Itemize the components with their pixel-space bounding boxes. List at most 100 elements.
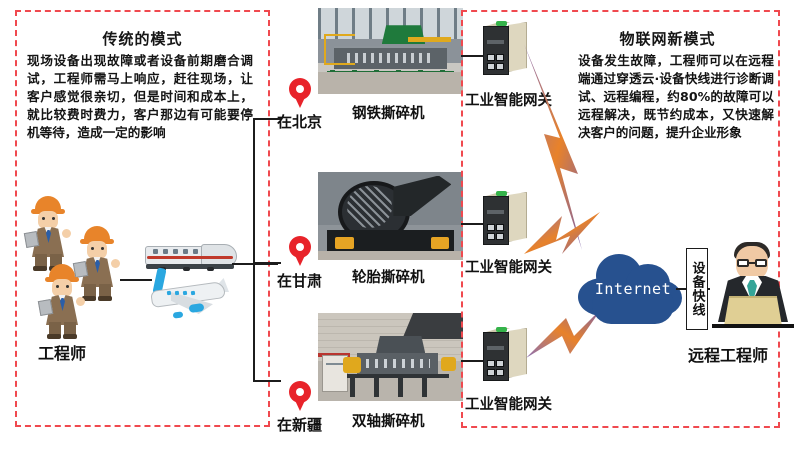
connector-engineers (120, 279, 152, 281)
clipboard-icon (37, 298, 54, 317)
pin-tip (292, 249, 308, 266)
train-stripe (147, 256, 233, 259)
remote-engineer-tie (747, 280, 757, 306)
gateway-led (496, 191, 507, 196)
hard-hat-icon (49, 264, 75, 279)
gateway-led (496, 21, 507, 26)
gateway-label: 工业智能网关 (465, 260, 552, 276)
pin-hole (296, 243, 304, 251)
gateway-port (487, 54, 495, 61)
map-pin-icon (289, 236, 311, 266)
machine-name-label: 钢铁撕碎机 (352, 106, 425, 122)
engineer-label: 工程师 (38, 344, 87, 363)
engineer-shoe-right (63, 334, 77, 339)
gateway-port (487, 233, 495, 240)
gateway-port (496, 63, 504, 70)
machine-base (347, 373, 449, 379)
gateway-port (487, 360, 495, 367)
remote-engineer-figure (712, 240, 794, 336)
train-wheel (183, 267, 190, 271)
service-line-box: 设备快线 (686, 248, 708, 330)
drive-motor (342, 357, 362, 373)
glasses-icon (755, 259, 767, 267)
map-pin-icon (289, 381, 311, 411)
gateway-slot (487, 346, 504, 350)
pin-tip (292, 394, 308, 411)
machine-legs (349, 376, 446, 398)
engineer-hand (62, 229, 71, 238)
gateway-port (496, 233, 504, 240)
engineer-face (87, 241, 107, 259)
hard-hat-icon (35, 196, 61, 211)
wireless-bolt-icon (524, 44, 582, 250)
train-window (163, 249, 168, 254)
engineer-shoe-left (82, 296, 96, 301)
iot-mode-description: 设备发生故障，工程师可以在远程端通过穿透云·设备快线进行诊断调试、远程编程，约8… (578, 53, 774, 140)
bracket-stub-top (253, 118, 281, 120)
site-location-label: 在北京 (277, 113, 323, 131)
gateway-port (496, 224, 504, 231)
industrial-gateway-icon (483, 20, 529, 78)
feed-hopper (376, 335, 426, 354)
industrial-gateway-icon (483, 190, 529, 248)
train-window (153, 249, 158, 254)
iot-mode-panel (461, 10, 780, 428)
gateway-port (487, 224, 495, 231)
glasses-bridge (749, 262, 755, 264)
plane-window (182, 290, 188, 296)
yellow-panel (335, 237, 355, 249)
laptop-icon (724, 296, 782, 326)
gateway-port (496, 369, 504, 376)
site-location-label: 在甘肃 (277, 272, 323, 290)
engineer-tie (46, 230, 51, 243)
yellow-railing (407, 37, 452, 42)
gateway-port (496, 360, 504, 367)
yellow-railing (323, 33, 355, 66)
pin-hole (296, 388, 304, 396)
plane-window (190, 290, 196, 296)
bracket-spine (253, 118, 255, 382)
connector-transport (232, 263, 278, 265)
clipboard-icon (23, 230, 40, 249)
engineer-hand (76, 297, 85, 306)
machine-name-label: 轮胎撕碎机 (352, 270, 425, 286)
yellow-panel (431, 237, 449, 249)
train-skirt (146, 264, 234, 269)
train-wheel (207, 267, 214, 271)
connector-machine-gateway (461, 55, 486, 57)
gateway-port (487, 63, 495, 70)
iot-mode-title: 物联网新模式 (619, 30, 716, 48)
engineer-tie (60, 298, 65, 311)
engineer-hand (111, 259, 120, 268)
site-machine-photo (318, 313, 463, 401)
remote-engineer-label: 远程工程师 (688, 346, 769, 365)
site-machine-photo (318, 8, 463, 94)
gateway-port (496, 54, 504, 61)
internet-cloud: Internet (578, 252, 688, 328)
gateway-label: 工业智能网关 (465, 93, 552, 109)
engineer-shoe-left (47, 334, 61, 339)
engineer-eye-left (42, 217, 45, 220)
industrial-gateway-icon (483, 326, 529, 384)
desk-line (712, 324, 794, 328)
drive-motor (441, 357, 456, 372)
wireless-bolt-icon (524, 212, 600, 254)
engineer-shoe-left (33, 266, 47, 271)
pin-tip (292, 91, 308, 108)
site-machine-photo (318, 172, 463, 260)
engineer-figure (23, 196, 71, 271)
plane-window (174, 290, 180, 296)
engineer-eye-right (52, 217, 55, 220)
cloud-label: Internet (594, 280, 672, 298)
connector-machine-gateway (461, 360, 486, 362)
plane-engine (172, 311, 184, 319)
shredder-teeth (347, 52, 432, 64)
factory-dark-roof (402, 313, 463, 340)
machine-frame (326, 230, 455, 252)
connector-machine-gateway (461, 223, 486, 225)
cloud-body (592, 286, 674, 324)
traditional-mode-description: 现场设备出现故障或者设备前期磨合调试，工程师需马上响应，赶往现场，让客户感觉很亲… (27, 53, 253, 140)
gateway-led (496, 327, 507, 332)
machine-name-label: 双轴撕碎机 (352, 414, 425, 430)
train-window (183, 249, 188, 254)
